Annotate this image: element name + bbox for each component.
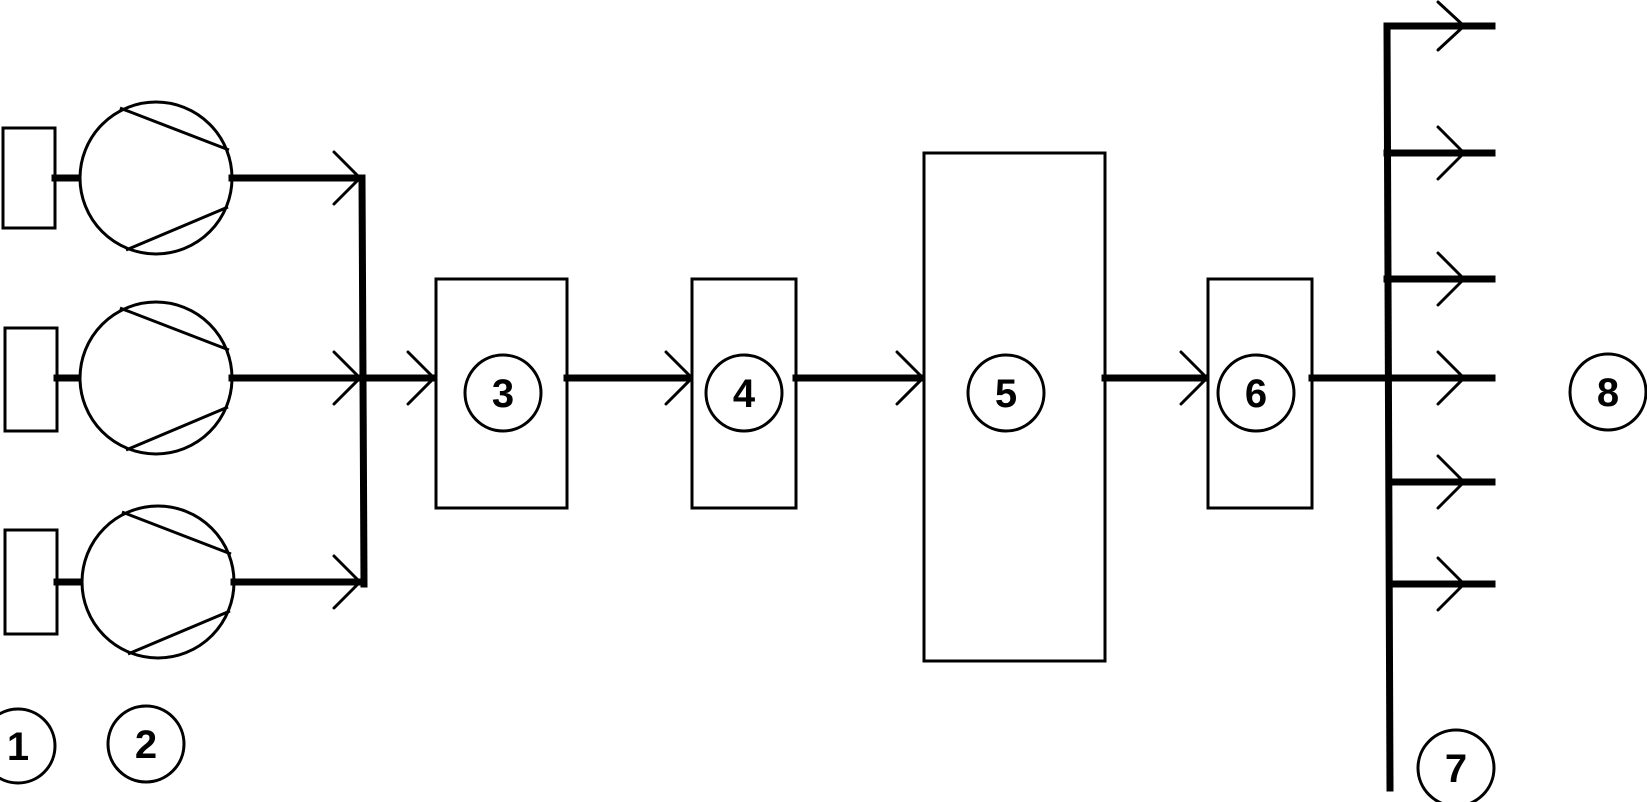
callout-6-label: 6: [1245, 372, 1267, 416]
callout-5-label: 5: [995, 372, 1017, 416]
arrow-icon: [406, 350, 436, 406]
outlet-branches: [1383, 0, 1496, 612]
motor-middle: [3, 326, 59, 433]
callout-4: 4: [704, 353, 784, 433]
motor-top: [1, 126, 57, 230]
callout-2-label: 2: [135, 723, 157, 767]
compressor-middle: [78, 300, 234, 456]
motor-bottom: [3, 528, 59, 636]
callout-7: 7: [1416, 728, 1496, 802]
callout-8-label: 8: [1597, 371, 1619, 415]
callout-7-label: 7: [1445, 747, 1467, 791]
callout-3: 3: [463, 353, 543, 433]
callout-8: 8: [1568, 352, 1647, 432]
compressor-top: [78, 100, 234, 256]
callout-4-label: 4: [733, 372, 756, 416]
callout-2: 2: [106, 704, 186, 784]
callout-3-label: 3: [492, 372, 514, 416]
callout-5: 5: [966, 353, 1046, 433]
distribution-header: [1383, 22, 1394, 792]
callout-6: 6: [1216, 353, 1296, 433]
compressor-bottom: [80, 504, 236, 660]
callout-1: 1: [0, 707, 57, 785]
callout-1-label: 1: [7, 725, 29, 769]
arrow-icon: [332, 554, 362, 610]
